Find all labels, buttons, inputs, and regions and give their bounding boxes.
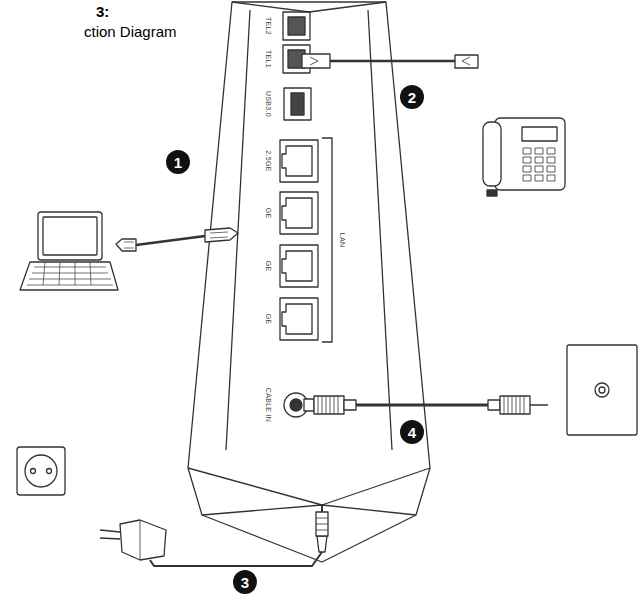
power-socket <box>17 447 65 495</box>
lan-bracket <box>322 138 332 342</box>
figure-number: 3: <box>96 4 109 19</box>
callout-disks <box>166 85 424 594</box>
callout-number: 3 <box>241 575 249 590</box>
port-label: 2.5GE <box>265 150 272 171</box>
coax-port <box>290 399 302 411</box>
callout-number: 4 <box>408 425 416 440</box>
port-label: GE <box>265 261 272 272</box>
lan-ports <box>280 140 318 340</box>
router-facet <box>188 468 430 515</box>
callout-number: 2 <box>408 90 416 105</box>
tel-port <box>288 17 305 35</box>
port-label: TEL2 <box>265 17 272 35</box>
usb-port <box>284 88 311 120</box>
figure-title: ction Diagram <box>84 24 177 39</box>
port-label: TEL1 <box>265 50 272 68</box>
callout-number: 1 <box>174 155 182 170</box>
ethernet-cable <box>116 228 238 251</box>
tel-port <box>283 12 310 40</box>
wall-outlet <box>567 345 637 435</box>
phone-icon <box>483 118 565 196</box>
port-label: GE <box>265 314 272 325</box>
coax-cable <box>304 396 548 414</box>
router-facet <box>232 2 386 12</box>
laptop-icon <box>20 212 118 290</box>
power-adapter <box>100 504 328 566</box>
group-label: LAN <box>339 233 346 248</box>
phone-cable <box>302 54 478 68</box>
router-facet <box>226 10 392 450</box>
port-label: USB3.0 <box>265 91 272 117</box>
port-label: GE <box>265 208 272 219</box>
router-housing <box>188 2 430 562</box>
port-label: CABLE IN <box>265 388 272 422</box>
usb-port <box>291 93 304 115</box>
